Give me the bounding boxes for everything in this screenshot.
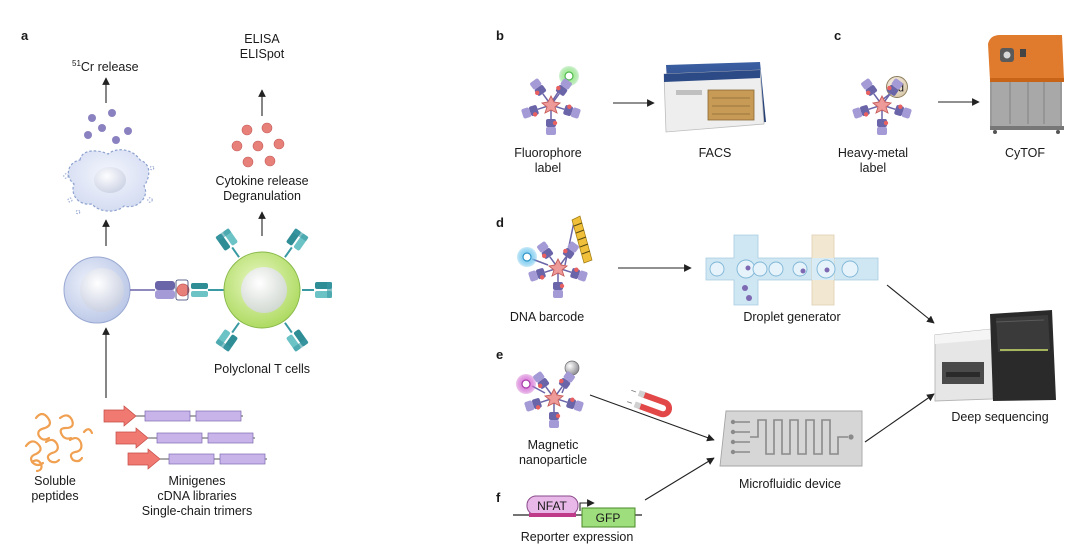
fluorophore-label: Fluorophore: [514, 146, 581, 160]
panel-b: b Fluorophore label FACS: [496, 28, 766, 175]
cytokine-release-label: Cytokine release: [215, 174, 308, 188]
cr-release-text: Cr release: [81, 60, 139, 74]
single-chain-trimers-label: Single-chain trimers: [142, 504, 252, 518]
cytof-label: CyTOF: [1005, 146, 1045, 160]
cr-isotope-superscript: 51: [72, 59, 81, 68]
elisa-label: ELISA: [244, 32, 280, 46]
panel-label-d: d: [496, 215, 504, 230]
panel-label-e: e: [496, 347, 503, 362]
deep-sequencing-section: Deep sequencing: [864, 284, 1056, 443]
degranulation-label: Degranulation: [223, 189, 301, 203]
nfat-label: NFAT: [537, 499, 567, 513]
magnet-icon: [627, 389, 673, 418]
magnetic-nanoparticle-multimer: [516, 360, 584, 428]
antigen-presenting-cell: [63, 256, 131, 324]
chromium-particles: [84, 109, 132, 144]
heavy-metal-multimer: Cd: [852, 76, 913, 136]
reporter-expression-label: Reporter expression: [521, 530, 634, 544]
panel-a: a 51Cr release: [21, 28, 333, 518]
fluorophore-label-line2: label: [535, 161, 561, 175]
dna-barcode-multimer: [517, 215, 593, 298]
droplet-generator-label: Droplet generator: [743, 310, 840, 324]
facs-instrument-icon: [663, 62, 766, 133]
deep-sequencing-label: Deep sequencing: [951, 410, 1048, 424]
arrow-microfluidic-to-sequencing: [864, 393, 935, 443]
polyclonal-t-cells-label: Polyclonal T cells: [214, 362, 310, 376]
minigenes-label: Minigenes: [169, 474, 226, 488]
microfluidic-device-icon: [719, 410, 863, 467]
fluorophore-multimer: [521, 66, 582, 135]
minigene-constructs: [103, 405, 267, 470]
panel-f: f NFAT GFP Reporter expression: [496, 457, 715, 544]
cytof-instrument-icon: [988, 35, 1064, 134]
panel-label-b: b: [496, 28, 504, 43]
reporter-construct: NFAT GFP: [513, 495, 642, 528]
microfluidic-device-label: Microfluidic device: [739, 477, 841, 491]
panel-label-a: a: [21, 28, 29, 43]
polyclonal-t-cell: [214, 227, 333, 353]
sequencer-instrument-icon: [934, 310, 1056, 402]
lysed-target-cell: [63, 149, 155, 215]
panel-label-c: c: [834, 28, 841, 43]
elispot-label: ELISpot: [240, 47, 285, 61]
mhc-tcr-synapse: [130, 279, 226, 301]
heavy-metal-label-line2: label: [860, 161, 886, 175]
dna-barcode-label: DNA barcode: [510, 310, 584, 324]
magnetic-label: Magnetic: [528, 438, 579, 452]
cr-release-label: 51Cr release: [72, 59, 139, 74]
heavy-metal-label: Heavy-metal: [838, 146, 908, 160]
cdna-libraries-label: cDNA libraries: [157, 489, 236, 503]
droplet-generator-icon: [705, 234, 879, 306]
soluble-label: Soluble: [34, 474, 76, 488]
nanoparticle-label: nanoparticle: [519, 453, 587, 467]
cytokine-particles: [231, 122, 285, 168]
arrow-droplet-to-sequencing: [886, 284, 935, 324]
panel-e: e Magnetic nanoparticle Microfluid: [496, 347, 863, 491]
peptides-label: peptides: [31, 489, 78, 503]
soluble-peptides: [24, 412, 94, 473]
panel-label-f: f: [496, 490, 501, 505]
arrow-magnetic-to-microfluidic: [589, 394, 715, 442]
facs-label: FACS: [699, 146, 732, 160]
gfp-label: GFP: [596, 511, 621, 525]
panel-c: c Cd Heavy-metal label CyTOF: [834, 28, 1064, 175]
panel-d: d DNA barcode: [496, 215, 879, 324]
arrow-reporter-to-microfluidic: [644, 457, 715, 501]
